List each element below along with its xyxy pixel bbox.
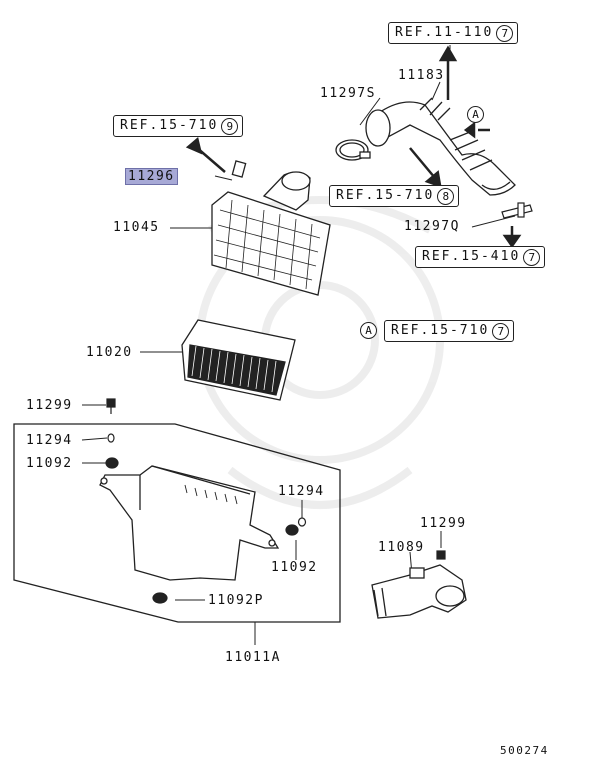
part-label-11092[interactable]: 11092 — [271, 560, 318, 575]
ref-box-11-110[interactable]: REF.11-110 7 — [388, 22, 519, 44]
hose-clamp — [335, 139, 371, 161]
part-label-11020[interactable]: 11020 — [86, 345, 133, 360]
ref-text: REF.15-710 — [391, 323, 490, 338]
air-cleaner-case — [99, 465, 280, 581]
catalog-number: 500274 — [500, 744, 549, 757]
part-label-11045[interactable]: 11045 — [113, 220, 160, 235]
part-label-11294[interactable]: 11294 — [26, 433, 73, 448]
clip-part — [501, 202, 533, 219]
fasteners — [105, 398, 446, 604]
ref-number-circle: 7 — [492, 322, 510, 340]
ref-box-15-710-8[interactable]: REF.15-710 8 — [329, 185, 460, 207]
reference-arrows — [185, 45, 522, 249]
part-label-11183[interactable]: 11183 — [398, 68, 445, 83]
air-duct — [371, 564, 467, 619]
part-label-11011a[interactable]: 11011A — [225, 650, 281, 665]
part-label-11092[interactable]: 11092 — [26, 456, 73, 471]
part-label-11297q[interactable]: 11297Q — [404, 219, 460, 234]
part-label-11294[interactable]: 11294 — [278, 484, 325, 499]
ref-text: REF.15-710 — [120, 118, 219, 133]
connection-marker-a: A — [467, 106, 484, 123]
part-label-11296[interactable]: 11296 — [125, 168, 178, 185]
part-label-11089[interactable]: 11089 — [378, 540, 425, 555]
ref-number-circle: 8 — [437, 187, 455, 205]
ref-number-circle: 7 — [496, 24, 514, 42]
part-label-11299[interactable]: 11299 — [26, 398, 73, 413]
part-label-11297s[interactable]: 11297S — [320, 86, 376, 101]
lower-case-group-box — [13, 423, 341, 623]
ref-box-15-710-7[interactable]: REF.15-710 7 — [384, 320, 515, 342]
air-intake-hose — [365, 97, 516, 196]
ref-text: REF.11-110 — [395, 25, 494, 40]
ref-number-circle: 7 — [523, 248, 541, 266]
ref-text: REF.15-410 — [422, 249, 521, 264]
part-label-11092p[interactable]: 11092P — [208, 593, 264, 608]
ref-box-15-710-9[interactable]: REF.15-710 9 — [113, 115, 244, 137]
ref-text: REF.15-710 — [336, 188, 435, 203]
part-label-11299[interactable]: 11299 — [420, 516, 467, 531]
air-filter-element — [181, 319, 296, 401]
air-cleaner-cover — [211, 160, 331, 296]
ref-number-circle: 9 — [221, 117, 239, 135]
ref-box-15-410[interactable]: REF.15-410 7 — [415, 246, 546, 268]
connection-marker-a: A — [360, 322, 377, 339]
